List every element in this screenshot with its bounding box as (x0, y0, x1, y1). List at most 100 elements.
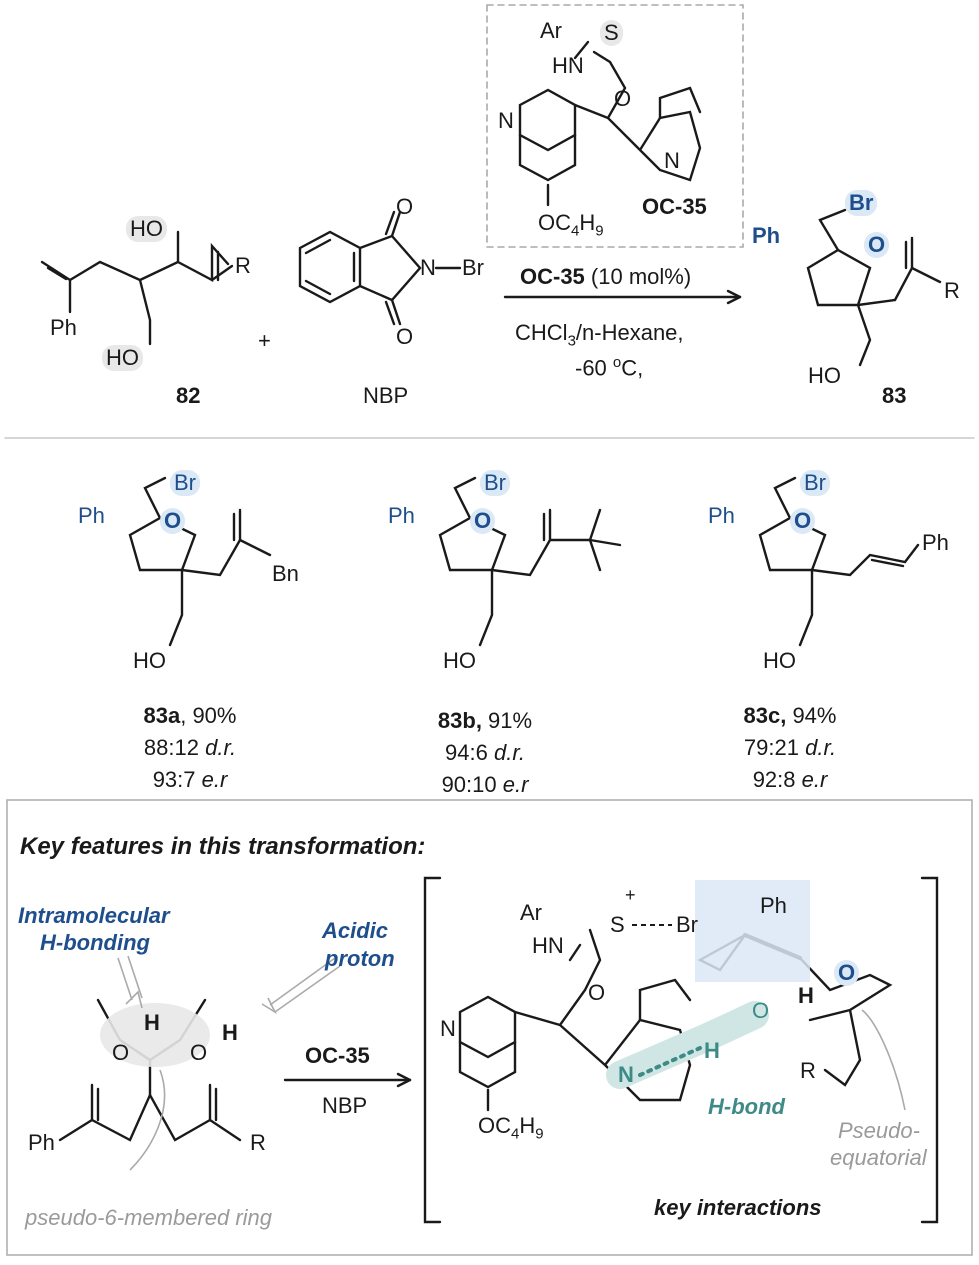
cat-s: S (600, 20, 623, 46)
83b-o: O (470, 508, 496, 534)
cond-temp: -60 oC, (575, 354, 644, 381)
ts-r: R (800, 1058, 816, 1083)
ts-o-ring: O (834, 960, 860, 986)
acidic-label-2: proton (325, 946, 395, 971)
bracket-left (423, 876, 442, 1224)
prod-ch2oh (856, 303, 872, 367)
83c-ph-substituent: Ph (922, 530, 949, 555)
ts-n-quinoline: N (440, 1016, 456, 1041)
nbp-n: N (420, 255, 436, 280)
features-box (6, 799, 973, 1256)
diol-ph: Ph (28, 1130, 55, 1155)
acidic-label-1: Acidic (322, 918, 389, 943)
83a-o: O (160, 508, 186, 534)
prod-ho: HO (808, 363, 841, 388)
83c-caption: 83c, 94% (743, 703, 837, 728)
intra-label-2: H-bonding (40, 930, 150, 955)
key-interactions-label: key interactions (654, 1195, 822, 1220)
cat-quinuclidine (606, 110, 702, 182)
cat-vinyl (658, 86, 702, 120)
83a-ho: HO (133, 648, 166, 673)
83a-ph: Ph (78, 503, 105, 528)
cat-hn: HN (552, 53, 584, 78)
83c-er: 92:8 e.r (752, 767, 828, 792)
ts-ph: Ph (760, 893, 787, 918)
ts-ar: Ar (520, 900, 542, 925)
ts-s: S (610, 912, 625, 937)
ts-br: Br (676, 912, 698, 937)
prod-o: O (864, 232, 890, 258)
prod-83b-bonds (438, 476, 622, 647)
cat-label: OC-35 (642, 194, 707, 219)
substrate-ho-top: HO (126, 216, 167, 242)
cat-o: O (614, 86, 632, 111)
hbond-highlights (606, 880, 810, 1089)
83a-br: Br (170, 470, 200, 496)
cat-carbamate (573, 40, 627, 120)
83b-ph: Ph (388, 503, 415, 528)
substrate-ho-bottom: HO (102, 345, 143, 371)
ring-curved-arrow (129, 1069, 166, 1171)
83a-dr: 88:12 d.r. (143, 735, 237, 760)
ts-side-chain (823, 1008, 862, 1087)
cat-ar: Ar (540, 18, 562, 43)
main-arrow-head (726, 289, 742, 305)
ts-o-oh: O (752, 998, 770, 1023)
83b-dr: 94:6 d.r. (445, 740, 525, 765)
ts-o-cat: O (588, 980, 606, 1005)
box-title: Key features in this transformation: (20, 833, 426, 860)
cat-n-quinuclidine: N (664, 148, 680, 173)
prod-r-bond (910, 266, 942, 284)
83b-caption: 83b, 91% (437, 708, 533, 733)
ts-plus: + (625, 885, 636, 905)
cond-catalyst: OC-35 (10 mol%) (520, 264, 692, 289)
prod-br: Br (845, 190, 878, 216)
nbp-br: Br (462, 255, 484, 280)
prod-83c-bonds (758, 476, 920, 647)
83c-o: O (790, 508, 816, 534)
pseudo-eq-label-1: Pseudo- (838, 1118, 920, 1143)
83c-ph: Ph (708, 503, 735, 528)
nbp-label: NBP (363, 383, 409, 408)
cat-quinoline-ring1 (518, 88, 577, 152)
cond-solvent: CHCl3/n-Hexane, (515, 320, 684, 350)
prod-ph: Ph (752, 223, 781, 248)
substrate-r: R (235, 253, 251, 278)
ts-h-ring: H (798, 983, 814, 1008)
box-arrow-nbp: NBP (322, 1093, 368, 1118)
prod-ch2br (818, 208, 847, 252)
nbp-co-top (384, 210, 402, 238)
intra-label-1: Intramolecular (18, 903, 170, 928)
diol-r: R (250, 1130, 266, 1155)
ts-h-hbond: H (704, 1038, 720, 1063)
ts-carbamate (513, 928, 602, 1027)
ts-hn: HN (532, 933, 564, 958)
diol-alkenes (90, 1083, 218, 1122)
prod-83a-bonds (128, 476, 272, 647)
plus-sign: + (258, 328, 271, 353)
prod-id: 83 (882, 383, 907, 408)
box-arrow-catalyst: OC-35 (305, 1043, 370, 1068)
substrate-id: 82 (176, 383, 201, 408)
ts-vinyl (638, 978, 692, 1022)
intra-arrow (117, 955, 143, 1009)
box-arrow-head (396, 1072, 412, 1088)
cat-quinoline-ring2 (518, 133, 577, 182)
substrate-ch2oh (138, 278, 152, 346)
diol-o2: O (190, 1040, 208, 1065)
cat-oc4h9: OC4H9 (538, 210, 604, 240)
83a-er: 93:7 e.r (152, 767, 228, 792)
nbp-co-bottom (384, 298, 402, 326)
pseudo-ring-label: pseudo-6-membered ring (25, 1205, 273, 1230)
ts-quinoline-ring2 (458, 1040, 517, 1089)
83b-br: Br (480, 470, 510, 496)
nbp-imide-ring (358, 234, 422, 302)
83a-caption: 83a, 90% (143, 703, 237, 728)
ts-thf-ring (798, 956, 893, 1022)
bracket-right (920, 876, 939, 1224)
hbond-label: H-bond (708, 1094, 785, 1119)
nbp-o-top: O (396, 194, 414, 219)
83a-bn: Bn (272, 561, 299, 586)
